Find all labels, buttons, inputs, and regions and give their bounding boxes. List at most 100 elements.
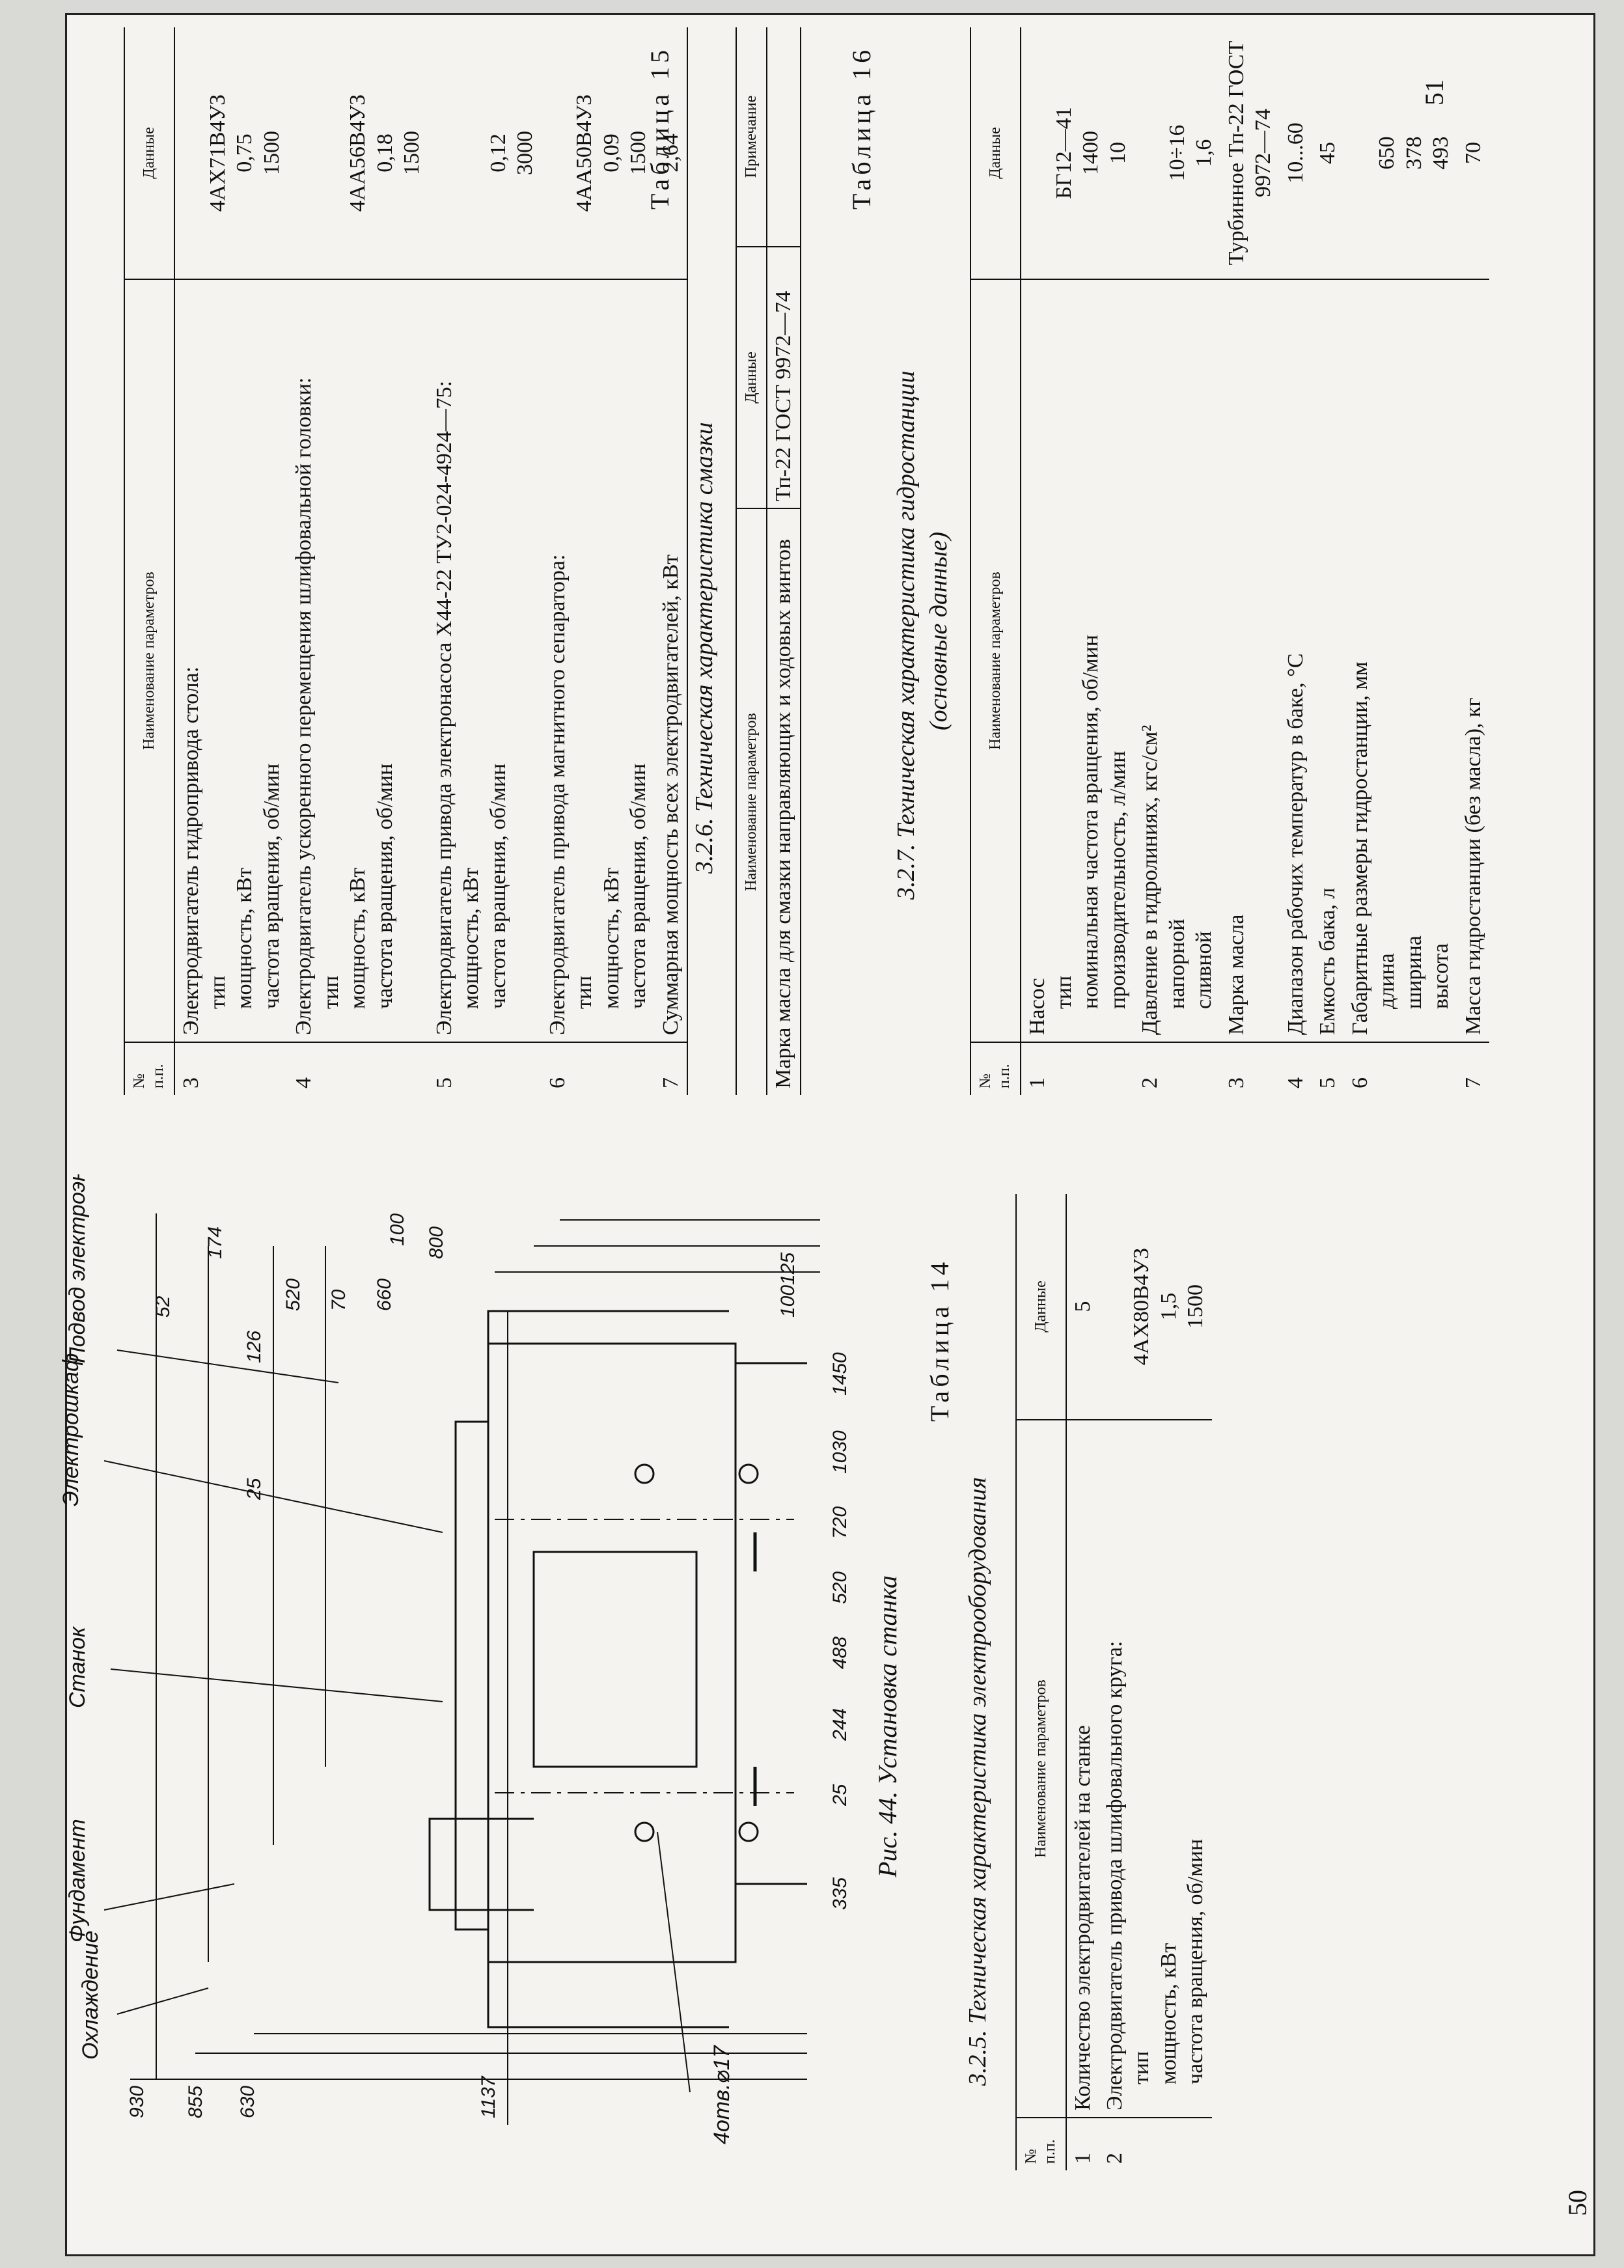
anchor-hole-4 (738, 1463, 759, 1484)
scanned-page (65, 13, 1595, 2256)
left-page: Охлаждение Фундамент Станок Электрошкаф … (0, 1109, 1624, 2268)
legs (736, 1362, 807, 1885)
row-sub: частота вращения, об/мин (259, 763, 284, 1009)
row-no: 7 (1461, 1077, 1485, 1088)
dim: 1137 (478, 2075, 499, 2118)
row-name: Габаритные размеры гидростанции, мм длин… (1343, 279, 1457, 1042)
label-power-supply: Подвод электроэнергии (65, 1174, 90, 1363)
row-value: 45 (1312, 27, 1344, 279)
row-sub: длина (1375, 953, 1399, 1009)
row-value: Турбинное Тп-22 ГОСТ 9972—74 (1220, 27, 1280, 279)
label-holes: 4отв.⌀17 (709, 2045, 734, 2144)
row-value: 4АА56В4УЗ (346, 94, 370, 212)
col-name: Наименование параметров (1016, 1420, 1066, 2118)
row-name: Электродвигатель привода электронасоса Х… (428, 279, 542, 1042)
table14-label: Таблица 14 (925, 1258, 954, 1422)
row-sub: тип (318, 975, 343, 1009)
row-no: 7 (658, 1077, 683, 1088)
row-value: 650 (1375, 136, 1399, 170)
dim: 488 (829, 1637, 851, 1669)
axis-lines (495, 1519, 794, 1793)
row-name: Электродвигатель привода магнитного сепа… (541, 279, 655, 1042)
installation-drawing-svg: Охлаждение Фундамент Станок Электрошкаф … (59, 1109, 851, 2144)
dim: 1450 (829, 1352, 851, 1396)
label-foundation: Фундамент (65, 1819, 90, 1943)
table-row: 2 Давление в гидролиниях, кгс/см² напорн… (1134, 27, 1220, 1095)
row-sub: напорной (1164, 919, 1189, 1009)
col-no: № п.п. (1016, 2118, 1066, 2170)
row-name-text: Электродвигатель ускоренного перемещения… (292, 377, 316, 1035)
dim: 800 (426, 1226, 447, 1259)
row-name-text: Электродвигатель привода шлифовального к… (1103, 1640, 1127, 2110)
dim: 520 (829, 1571, 851, 1604)
row-sub: тип (1129, 2051, 1154, 2084)
row-no: 6 (545, 1077, 570, 1088)
row-name-text: Электродвигатель гидропривода стола: (178, 666, 203, 1035)
row-name: Суммарная мощность всех электродвигателе… (654, 279, 687, 1042)
row-sub: мощность, кВт (346, 867, 370, 1009)
row-name: Масса гидростанции (без масла), кг (1457, 279, 1490, 1042)
row-value: БГ12—41 (1052, 107, 1076, 199)
table15-label: Таблица 15 (645, 46, 674, 210)
row-no: 3 (178, 1077, 203, 1088)
col-name: Наименование параметров (970, 279, 1021, 1042)
table-row: 3 Электродвигатель гидропривода стола: т… (174, 27, 288, 1095)
page-number-right: 51 (1420, 79, 1449, 105)
installation-drawing: Охлаждение Фундамент Станок Электрошкаф … (39, 1109, 853, 2157)
table-row: 3 Марка масла Турбинное Тп-22 ГОСТ 9972—… (1220, 27, 1280, 1095)
foundation-outline (454, 1310, 729, 2028)
anchor-hole-1 (634, 1821, 655, 1842)
table16-label: Таблица 16 (847, 46, 876, 210)
row-name-text: Электродвигатель привода магнитного сепа… (545, 554, 570, 1035)
label-cooling: Охлаждение (78, 1931, 103, 2060)
dim: 100 (387, 1213, 408, 1246)
row-value: 5 (1066, 1194, 1099, 1420)
row-value: 0,18 (372, 133, 397, 173)
row-no: 1 (1025, 1077, 1049, 1088)
row-name: Электродвигатель гидропривода стола: тип… (174, 279, 288, 1042)
row-value: 0,09 (599, 133, 624, 173)
table-row: Марка масла для смазки направляющих и хо… (767, 27, 801, 1095)
machine-base (487, 1342, 737, 1963)
dim: 244 (829, 1708, 851, 1741)
table14-continuation: № п.п. Наименование параметров Данные 3 … (124, 27, 688, 1095)
row-value: 1500 (259, 131, 284, 175)
table16-section-title: 3.2.7. Техническая характеристика гидрос… (892, 370, 920, 900)
table-row: 7 Масса гидростанции (без масла), кг 70 (1457, 27, 1490, 1095)
row-name: Количество электродвигателей на станке (1066, 1420, 1099, 2118)
row-values: 4АХ71В4УЗ 0,75 1500 (174, 27, 288, 279)
col-no: № п.п. (970, 1042, 1021, 1095)
row-sub: мощность, кВт (1156, 1943, 1181, 2084)
row-values: 4АХ80В4УЗ 1,5 1500 (1099, 1194, 1212, 1420)
col-data: Данные (736, 247, 767, 508)
row-value: 4АХ80В4УЗ (1129, 1247, 1154, 1366)
table-row: 1 Количество электродвигателей на станке… (1066, 1194, 1099, 2170)
col-no: № п.п. (124, 1042, 174, 1095)
row-value: 4АА50В4УЗ (572, 94, 597, 212)
col-data: Данные (124, 27, 174, 279)
row-no: 5 (1315, 1077, 1340, 1088)
dim: 335 (829, 1877, 851, 1910)
row-sub: частота вращения, об/мин (1183, 1838, 1208, 2084)
col-data: Данные (1016, 1194, 1066, 1420)
row-values: 10÷16 1,6 (1134, 27, 1220, 279)
row-no: 2 (1138, 1077, 1163, 1088)
dim: 100 (777, 1285, 799, 1318)
row-no: 4 (292, 1077, 316, 1088)
row-name-text: Насос (1025, 978, 1049, 1035)
anchor-hole-3 (738, 1821, 759, 1842)
row-value: 1500 (1183, 1284, 1208, 1329)
table15: Наименование параметров Данные Примечани… (736, 27, 801, 1095)
dim: 1030 (829, 1430, 851, 1474)
row-value: 0,12 (486, 133, 510, 173)
row-sub: высота (1429, 943, 1453, 1009)
row-no: 2 (1103, 2153, 1127, 2164)
row-value: 4АХ71В4УЗ (206, 94, 230, 212)
row-name: Емкость бака, л (1312, 279, 1344, 1042)
row-sub: частота вращения, об/мин (626, 763, 651, 1009)
row-name: Электродвигатель ускоренного перемещения… (288, 279, 428, 1042)
table14: № п.п. Наименование параметров Данные 1 … (1015, 1194, 1212, 2170)
row-value: 70 (1457, 27, 1490, 279)
row-name-text: Электродвигатель привода электронасоса Х… (432, 380, 456, 1035)
row-sub: мощность, кВт (599, 867, 624, 1009)
